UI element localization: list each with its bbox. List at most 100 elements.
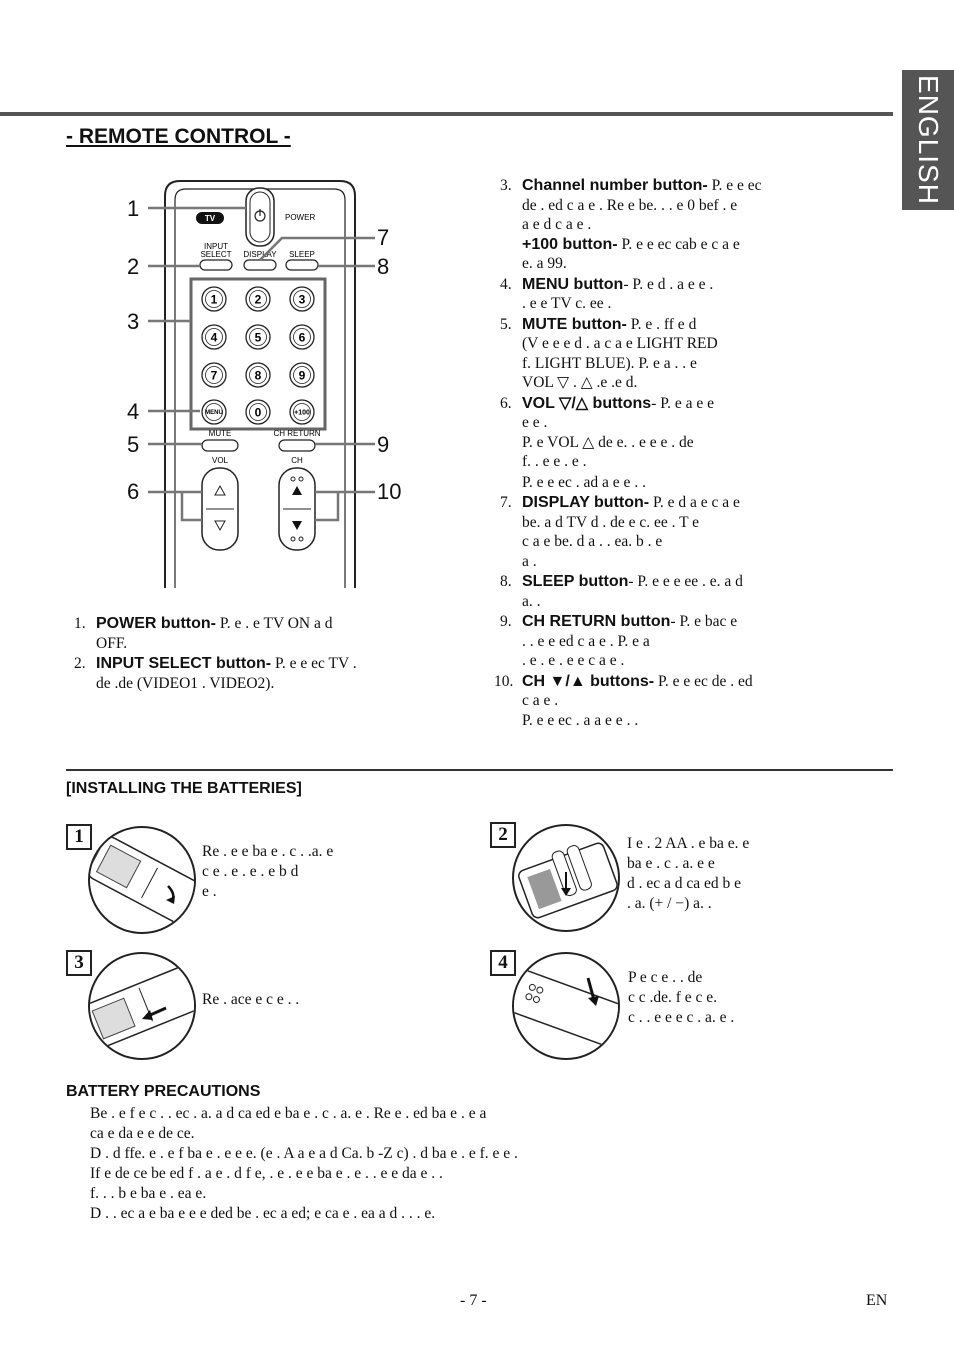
step-2-number: 2 <box>490 822 516 848</box>
digit-0-key-label: 0 <box>255 405 262 419</box>
language-tab: ENGLISH <box>902 70 954 210</box>
item-name: POWER button- <box>96 615 216 632</box>
menu-key-label: MENU <box>205 410 223 416</box>
step-3-text: Re . ace e c e . . <box>202 991 300 1008</box>
digit-4-key-label: 4 <box>211 330 218 344</box>
item-number: 2. <box>74 655 86 672</box>
precaution-item: D . . ec a e ba e e e ded be . ec a ed; … <box>90 1205 436 1222</box>
plus100-key-label: +100 <box>294 410 310 417</box>
item-desc: P. e e ec de . ed c a e . Re e be. . . e… <box>522 177 762 233</box>
item-number: 6. <box>500 394 512 412</box>
install-heading: [INSTALLING THE BATTERIES] <box>66 780 302 797</box>
callout-6: 6 <box>127 479 140 504</box>
callout-10: 10 <box>377 479 402 504</box>
callout-7: 7 <box>377 225 390 250</box>
digit-2-key-label: 2 <box>255 292 262 306</box>
callout-1: 1 <box>127 196 140 221</box>
step-4-text: P e c e . . de c c .de. f e c e. c . . e… <box>628 969 735 1026</box>
step-2-text: I e . 2 AA . e ba e. e ba e . c . a. e e… <box>627 835 750 912</box>
language-tab-label: ENGLISH <box>913 75 944 205</box>
precaution-item: D . d ffe. e . e f ba e . e e e. (e . A … <box>90 1145 518 1162</box>
item-desc: - P. e d . a e e . . e e TV c. ee . <box>522 275 714 313</box>
input-label-2: SELECT <box>200 250 231 259</box>
item-name: CH ▼/▲ buttons- <box>522 672 655 690</box>
callout-9: 9 <box>377 432 390 457</box>
digit-3-key-label: 3 <box>299 292 306 306</box>
display-label: DISPLAY <box>243 250 277 259</box>
plus100-key-ring <box>293 403 311 421</box>
item-desc: - P. e bac e . . e e ed c a e . P. e a .… <box>522 613 738 669</box>
precaution-item: If e de ce be ed f . a e . d f e, . e . … <box>90 1165 443 1202</box>
item-name: SLEEP button <box>522 573 629 590</box>
item-desc: P. e e ec . ad a e e . . <box>522 473 646 491</box>
item-desc: - P. e a e e e e . P. e VOL △ de e. . e … <box>522 394 715 471</box>
item-name: DISPLAY button- <box>522 494 650 511</box>
precautions-list: Be . e f e c . . ec . a. a d ca ed e ba … <box>90 1104 890 1224</box>
button-item-vol: 6. VOL ▽/△ buttons- P. e a e e e e . P. … <box>500 394 895 472</box>
item-name: VOL ▽/△ buttons <box>522 394 652 412</box>
button-item-input-select: 2. INPUT SELECT button- P. e e ec TV . d… <box>74 654 474 693</box>
step-2-illustration <box>512 824 620 932</box>
sleep-label: SLEEP <box>289 250 315 259</box>
button-item-ch: 10. CH ▼/▲ buttons- P. e e ec de . ed c … <box>494 672 895 731</box>
digit-2-key-ring <box>249 290 267 308</box>
item-number: 8. <box>500 573 512 590</box>
vol-label: VOL <box>212 456 229 465</box>
step-1-illustration <box>88 826 196 934</box>
item-name: Channel number button- <box>522 177 708 194</box>
step-1-text: Re . e e ba e . c . .a. e c e . e . e . … <box>202 843 334 900</box>
digit-7-key-label: 7 <box>211 368 218 382</box>
digit-9-key-label: 9 <box>299 368 306 382</box>
digit-3-key-ring <box>293 290 311 308</box>
sub-desc: P. e e ec cab e c a e e. a 99. <box>522 235 740 273</box>
digit-0-key-ring <box>249 403 267 421</box>
item-desc: - P. e e e ee . e. a d a. . <box>522 573 743 610</box>
button-item-mute: 5. MUTE button- P. e . ff e d (V e e e d… <box>500 315 895 393</box>
ch-return-label: CH RETURN <box>273 429 320 438</box>
item-number: 10. <box>494 672 514 690</box>
button-item-sleep: 8. SLEEP button- P. e e e ee . e. a d a.… <box>500 572 895 611</box>
digit-6-key-label: 6 <box>299 330 306 344</box>
item-desc: P. e . ff e d (V e e e d . a c a e LIGHT… <box>522 315 718 392</box>
callout-5: 5 <box>127 432 140 457</box>
digit-7-key-ring <box>205 366 223 384</box>
step-1-number: 1 <box>66 824 92 850</box>
item-number: 7. <box>500 494 512 511</box>
item-desc: P. e e ec de . ed c a e . P. e e ec . a … <box>522 672 753 729</box>
step-3-number: 3 <box>66 950 92 976</box>
step-3-illustration <box>88 952 196 1060</box>
item-number: 9. <box>500 613 512 630</box>
tv-label: TV <box>205 214 216 223</box>
item-desc: P. e d a e c a e be. a d TV d . de e c. … <box>522 494 740 570</box>
input-label-1: INPUT <box>204 242 228 251</box>
precaution-item: Be . e f e c . . ec . a. a d ca ed e ba … <box>90 1105 487 1142</box>
callout-4: 4 <box>127 399 140 424</box>
power-label: POWER <box>285 213 315 222</box>
item-name: CH RETURN button <box>522 613 671 630</box>
digit-5-key-label: 5 <box>255 330 262 344</box>
button-list-right: 3. Channel number button- P. e e ec de .… <box>494 176 895 731</box>
callout-3: 3 <box>127 309 140 334</box>
button-item-menu: 4. MENU button- P. e d . a e e . . e e T… <box>500 275 895 314</box>
item-number: 5. <box>500 315 512 333</box>
digit-6-key-ring <box>293 328 311 346</box>
page-number: - 7 - <box>460 1292 487 1309</box>
button-item-vol-note: P. e e ec . ad a e e . . <box>500 473 895 493</box>
digit-4-key-ring <box>205 328 223 346</box>
digit-5-key-ring <box>249 328 267 346</box>
precautions-heading: BATTERY PRECAUTIONS <box>66 1083 261 1100</box>
top-rule <box>0 112 893 116</box>
digit-8-key-label: 8 <box>255 368 262 382</box>
item-number: 4. <box>500 275 512 293</box>
item-name: INPUT SELECT button- <box>96 655 272 672</box>
ch-label: CH <box>291 456 303 465</box>
section-divider <box>66 769 893 771</box>
button-item-display: 7. DISPLAY button- P. e d a e c a e be. … <box>500 493 895 571</box>
button-item-ch-return: 9. CH RETURN button- P. e bac e . . e e … <box>500 612 895 671</box>
item-name: MENU button <box>522 275 624 293</box>
button-list-left: 1. POWER button- P. e . e TV ON a d OFF.… <box>74 614 474 694</box>
button-item-plus100: +100 button- P. e e ec cab e c a e e. a … <box>522 235 895 274</box>
button-item-channel-number: 3. Channel number button- P. e e ec de .… <box>500 176 895 274</box>
item-name: MUTE button- <box>522 315 627 333</box>
